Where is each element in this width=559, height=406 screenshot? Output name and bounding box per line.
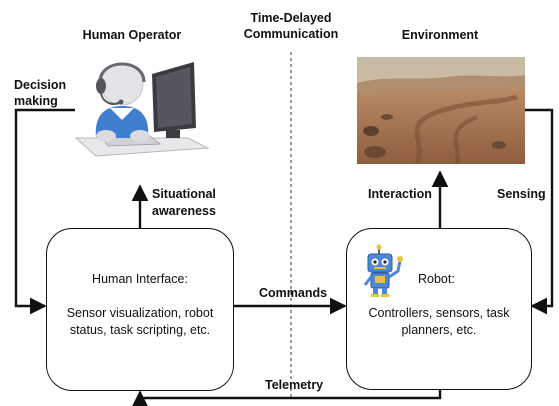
communication-label: Communication: [243, 27, 339, 41]
environment-terrain-image: [357, 57, 525, 164]
telemetry-label: Telemetry: [265, 378, 324, 392]
human-interface-line2: status, task scripting, etc.: [69, 323, 211, 337]
human-interface-line1: Sensor visualization, robot: [66, 306, 214, 320]
decision-label-line2: making: [14, 94, 58, 108]
human-operator-label: Human Operator: [82, 28, 182, 42]
telemetry-arrow: [131, 390, 442, 406]
interaction-label: Interaction: [368, 187, 432, 201]
human-interface-box: [46, 228, 234, 391]
commands-label: Commands: [259, 286, 328, 300]
situational-label-line2: awareness: [152, 204, 216, 218]
decision-label-line1: Decision: [14, 78, 67, 92]
robot-line1: Controllers, sensors, task: [368, 306, 510, 320]
sensing-arrow: [524, 108, 554, 315]
robot-line2: planners, etc.: [401, 323, 477, 337]
sensing-label: Sensing: [497, 187, 546, 201]
robot-icon: [363, 244, 403, 297]
time-delayed-label: Time-Delayed: [250, 11, 332, 25]
environment-label: Environment: [401, 28, 479, 42]
robot-title: Robot:: [418, 272, 455, 286]
human-interface-title: Human Interface:: [92, 272, 188, 286]
headset-operator-icon: [74, 62, 210, 157]
situational-label-line1: Situational: [152, 187, 216, 201]
decision-arrow: [14, 108, 75, 315]
